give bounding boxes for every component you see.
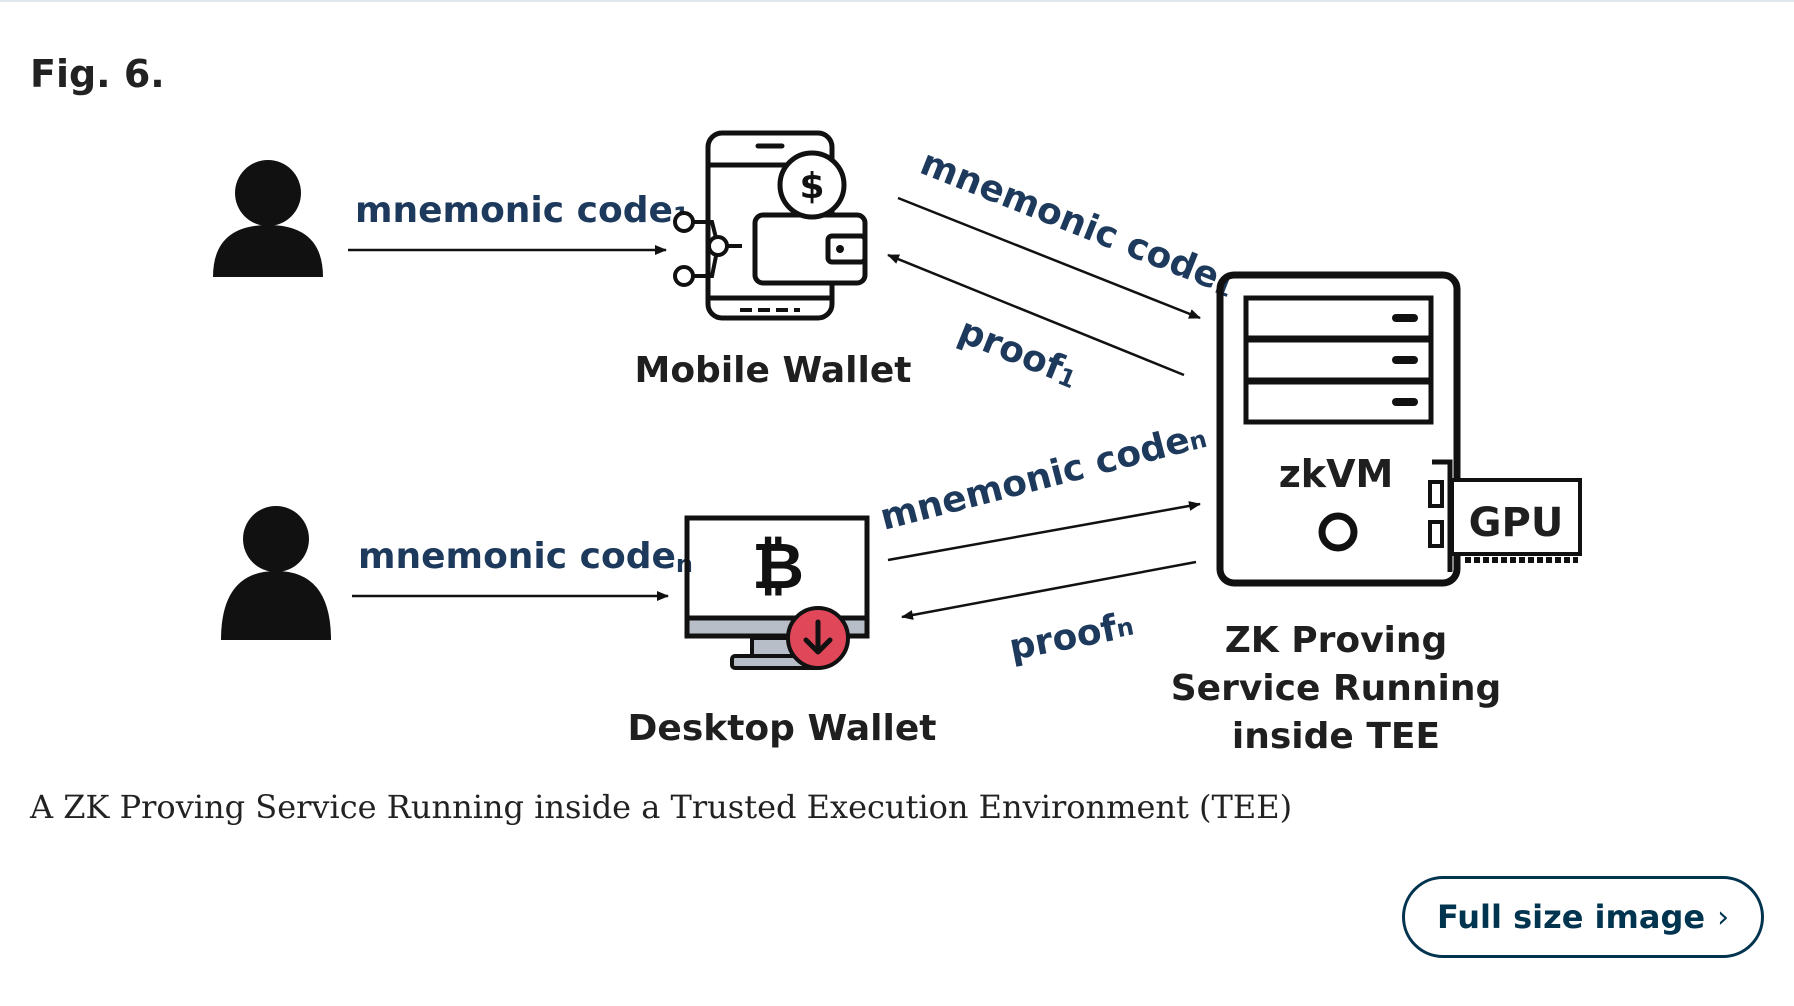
figure-caption: A ZK Proving Service Running inside a Tr… [30,788,1293,826]
arrow-user1-label: mnemonic code1 [355,190,690,231]
arrow-user2-label: mnemonic coden [358,536,693,578]
mobile-wallet-label: Mobile Wallet [635,350,912,391]
server-icon [1216,271,1461,587]
zkvm-label: zkVM [1279,452,1394,496]
svg-text:₿: ₿ [752,530,804,604]
gpu-label: GPU [1469,500,1564,546]
arrow-desktop-to-tee-label: mnemonic coden [876,415,1211,539]
server-label-line-3: inside TEE [1232,716,1440,757]
top-divider [0,0,1794,2]
svg-text:$: $ [799,166,824,207]
user-2-person-icon [221,506,331,640]
server-label-line-2: Service Running [1171,668,1502,709]
server-label-line-1: ZK Proving [1225,620,1448,661]
tee-proving-diagram: mnemonic code1 mnemonic coden $ Mobile W… [213,130,1582,757]
arrow-mobile-to-tee [897,196,1201,320]
full-size-image-button[interactable]: Full size image › [1402,876,1764,958]
arrow-tee-to-mobile-label: proof1 [953,310,1085,395]
desktop-wallet-icon: ₿ [684,515,870,670]
arrow-desktop-to-tee [887,501,1201,562]
gpu-card-icon [1428,459,1582,572]
desktop-wallet-label: Desktop Wallet [628,708,937,749]
arrow-tee-to-desktop-label: proofn [1006,605,1137,669]
chevron-right-icon: › [1717,899,1730,935]
arrow-tee-to-mobile [887,253,1185,377]
arrow-tee-to-desktop [901,560,1197,620]
mobile-wallet-icon: $ [673,130,868,321]
user-1-person-icon [213,160,323,277]
full-size-image-label: Full size image [1436,898,1706,936]
figure-label: Fig. 6. [30,52,165,96]
